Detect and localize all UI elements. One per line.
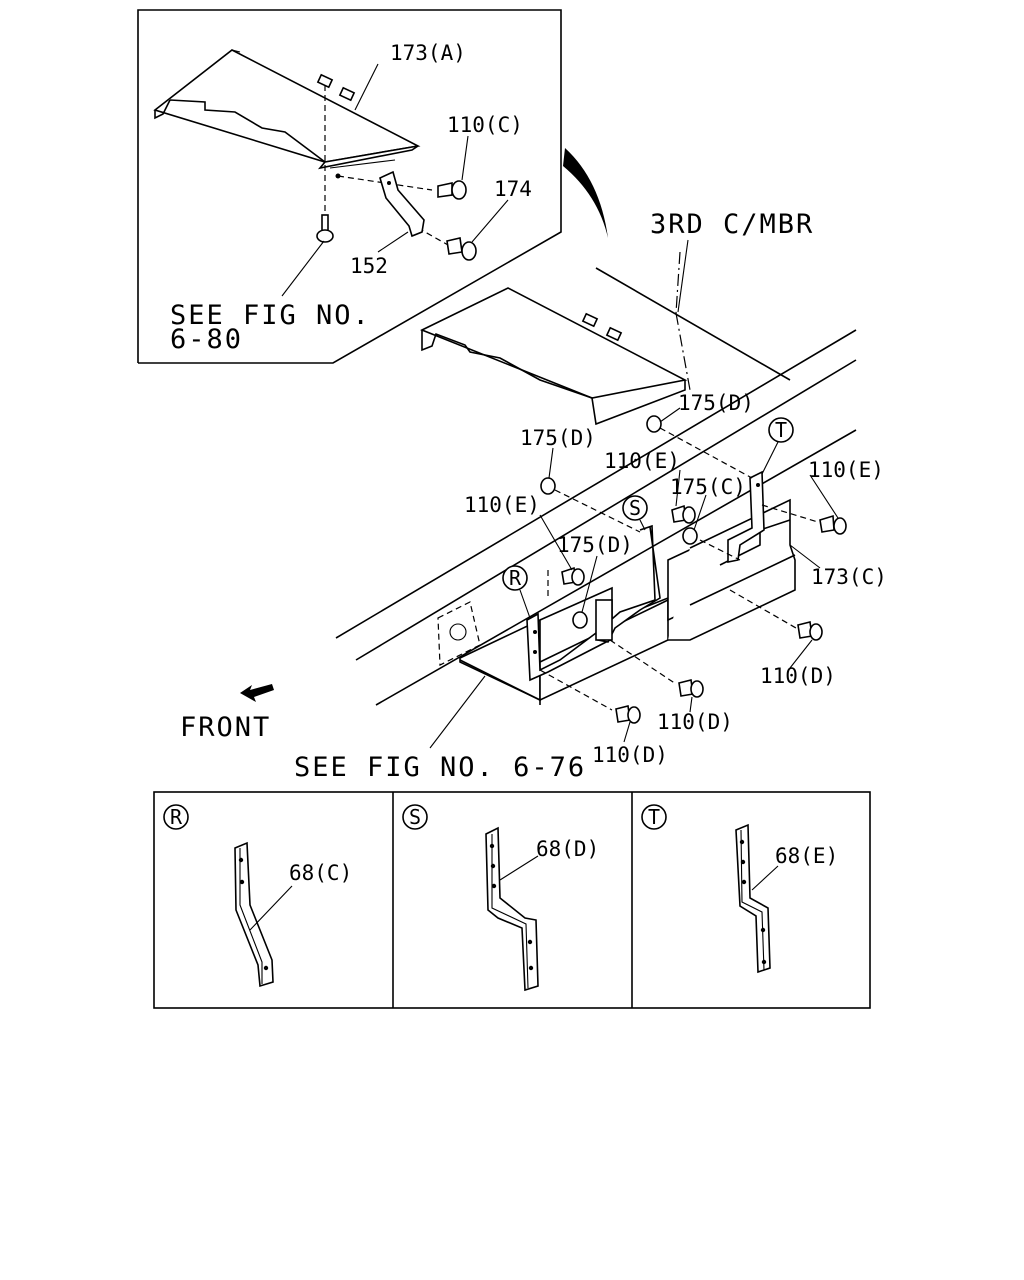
bolt-110d-right (797, 621, 823, 641)
label-3rd-cmbr: 3RD C/MBR (650, 209, 814, 240)
detail-marker-r: R (170, 805, 183, 829)
nut-175d-right (646, 415, 662, 433)
bracket-152 (379, 170, 425, 238)
callout-t-letter: T (775, 418, 787, 442)
label-152: 152 (350, 254, 388, 278)
bracket-s-mounted (595, 524, 661, 643)
bolt-110e-mid (671, 504, 696, 524)
leader-lines (429, 239, 839, 749)
bracket-68e (735, 823, 771, 974)
callout-r: R (502, 565, 531, 619)
label-110c: 110(C) (447, 113, 523, 137)
detail-label-68d: 68(D) (536, 837, 599, 861)
detail-panel-r: R 68(C) (163, 804, 352, 988)
label-110d-right: 110(D) (760, 664, 836, 688)
bolt-110d-left (615, 705, 641, 724)
callout-s: S (622, 495, 648, 531)
bracket-t-mounted (727, 470, 765, 563)
detail-panel-s: S 68(D) (402, 804, 599, 992)
heat-shield-173a (153, 49, 421, 170)
assembly-lines (539, 251, 819, 711)
label-175d-mid: 175(D) (557, 533, 633, 557)
label-110e-right: 110(E) (808, 458, 884, 482)
inset-detail-box: 173(A) 110(C) 174 152 SEE FIG NO. 6-80 (137, 9, 562, 364)
detail-marker-t: T (648, 805, 660, 829)
label-175d-left: 175(D) (520, 426, 596, 450)
bracket-68d (485, 826, 539, 992)
label-110e-mid: 110(E) (604, 449, 680, 473)
label-174: 174 (494, 177, 532, 201)
heat-shield-upper (420, 287, 688, 426)
label-see-fig-676: SEE FIG NO. 6-76 (294, 752, 586, 783)
bolt-110d-mid (678, 679, 704, 698)
nut-175d-left (540, 477, 556, 495)
bolt-110e-right (819, 514, 847, 535)
mount-bolt (316, 214, 334, 243)
detail-label-68c: 68(C) (289, 861, 352, 885)
label-110d-left: 110(D) (592, 743, 668, 767)
bolts (561, 504, 847, 724)
callout-s-letter: S (629, 496, 641, 520)
label-110e-left: 110(E) (464, 493, 540, 517)
label-110d-mid: 110(D) (657, 710, 733, 734)
bolt-110e-left (561, 566, 585, 586)
heat-shield-173c (437, 498, 796, 705)
curved-pointer-arrow (563, 148, 608, 238)
detail-marker-s: S (409, 805, 421, 829)
bracket-68c (234, 841, 274, 988)
frame-crossmember (335, 267, 857, 706)
detail-label-68e: 68(E) (775, 844, 838, 868)
nuts (540, 415, 698, 629)
label-173c: 173(C) (811, 565, 887, 589)
label-see-fig-680-line1: SEE FIG NO. (170, 300, 371, 331)
nut-175d-mid (572, 611, 588, 629)
bolt-110c (437, 180, 467, 200)
label-173a: 173(A) (390, 41, 466, 65)
callout-r-letter: R (509, 566, 522, 590)
detail-panel-t: T 68(E) (641, 804, 838, 974)
front-arrow (240, 684, 274, 702)
label-175c: 175(C) (670, 475, 746, 499)
detail-panels: R 68(C) S (153, 791, 871, 1009)
nut-175c (682, 527, 698, 545)
label-front: FRONT (180, 712, 271, 743)
label-see-fig-680-line2: 6-80 (170, 324, 243, 355)
bolt-174 (446, 237, 477, 261)
label-175d-right: 175(D) (678, 391, 754, 415)
callout-t: T (761, 417, 794, 475)
